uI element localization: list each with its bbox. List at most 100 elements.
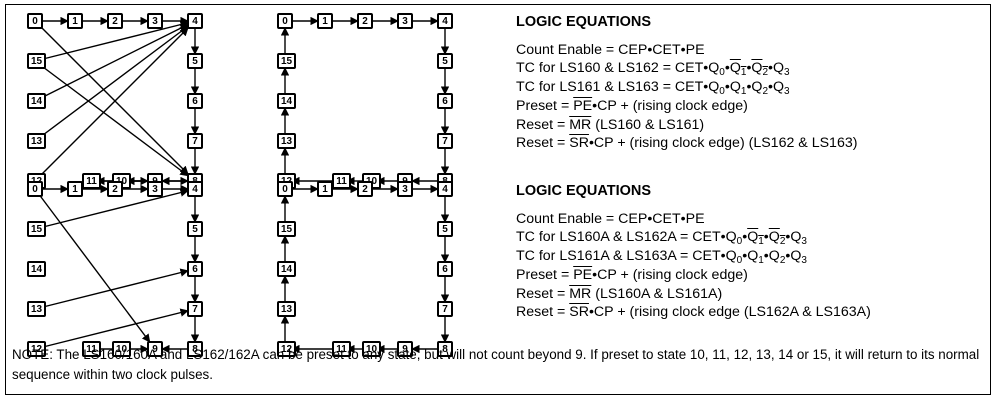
state-node-6: 6	[437, 261, 453, 277]
state-label: 0	[32, 184, 38, 195]
state-node-0: 0	[277, 181, 293, 197]
state-label: 1	[322, 16, 328, 27]
reset-mr-equation: Reset = MR (LS160 & LS161)	[516, 116, 705, 133]
state-label: 4	[442, 184, 448, 195]
state-node-7: 7	[437, 133, 453, 149]
state-label: 1	[72, 16, 78, 27]
state-node-7: 7	[437, 301, 453, 317]
state-node-15: 15	[27, 221, 46, 237]
state-label: 2	[362, 16, 368, 27]
state-node-0: 0	[27, 13, 43, 29]
state-label: 6	[192, 96, 198, 107]
state-node-10: 10	[362, 341, 381, 357]
state-node-6: 6	[437, 93, 453, 109]
state-node-14: 14	[27, 261, 46, 277]
state-label: 11	[336, 176, 347, 187]
transition-arrow-13-to-6	[41, 268, 189, 308]
state-label: 9	[152, 344, 158, 355]
state-node-6: 6	[187, 261, 203, 277]
state-node-1: 1	[317, 181, 333, 197]
state-label: 5	[442, 56, 448, 67]
state-label: 14	[31, 96, 43, 107]
state-label: 7	[192, 304, 198, 315]
reset-mr-equation: Reset = MR (LS160A & LS161A)	[516, 285, 723, 302]
state-node-1: 1	[67, 13, 83, 29]
state-node-14: 14	[27, 93, 46, 109]
note-text: NOTE: The LS160/160A and LS162/162A can …	[12, 347, 980, 382]
state-label: 4	[442, 16, 448, 27]
state-node-1: 1	[317, 13, 333, 29]
state-node-11: 11	[82, 341, 101, 357]
reset-sr-equation: Reset = SR•CP + (rising clock edge (LS16…	[516, 304, 871, 321]
state-label: 10	[116, 344, 128, 355]
logic-equations-top: LOGIC EQUATIONS Count Enable = CEP•CET•P…	[516, 13, 857, 153]
state-node-15: 15	[277, 221, 296, 237]
state-node-9: 9	[147, 341, 163, 357]
state-label: 11	[86, 176, 97, 187]
state-label: 11	[336, 344, 347, 355]
state-label: 13	[31, 136, 43, 147]
state-label: 15	[31, 56, 43, 67]
state-node-2: 2	[357, 13, 373, 29]
transition-arrow-0-to-8	[41, 27, 189, 175]
state-label: 2	[112, 16, 118, 27]
state-node-1: 1	[67, 181, 83, 197]
state-label: 0	[282, 184, 288, 195]
state-label: 5	[442, 224, 448, 235]
state-label: 14	[31, 264, 43, 275]
state-node-11: 11	[332, 341, 351, 357]
state-node-12: 12	[277, 341, 296, 357]
count-enable-equation: Count Enable = CEP•CET•PE	[516, 210, 705, 227]
state-label: 15	[281, 56, 293, 67]
figure-frame	[5, 4, 991, 395]
state-label: 15	[31, 224, 43, 235]
state-label: 13	[281, 304, 293, 315]
state-node-7: 7	[187, 301, 203, 317]
state-node-14: 14	[277, 261, 296, 277]
state-node-5: 5	[437, 221, 453, 237]
state-node-11: 11	[82, 173, 101, 189]
state-label: 2	[362, 184, 368, 195]
state-node-15: 15	[27, 53, 46, 69]
state-label: 3	[152, 16, 158, 27]
state-label: 8	[442, 344, 448, 355]
state-label: 15	[281, 224, 293, 235]
state-node-2: 2	[107, 181, 123, 197]
state-node-12: 12	[27, 341, 46, 357]
state-label: 1	[322, 184, 328, 195]
state-label: 5	[192, 224, 198, 235]
state-node-5: 5	[187, 53, 203, 69]
state-node-2: 2	[357, 181, 373, 197]
preset-equation: Preset = PE•CP + (rising clock edge)	[516, 266, 748, 283]
state-node-15: 15	[277, 53, 296, 69]
state-label: 14	[281, 96, 293, 107]
reset-sr-equation: Reset = SR•CP + (rising clock edge) (LS1…	[516, 135, 858, 152]
transition-arrow-15-to-8	[41, 65, 189, 177]
state-label: 4	[192, 16, 198, 27]
state-label: 0	[32, 16, 38, 27]
state-node-14: 14	[277, 93, 296, 109]
state-node-9: 9	[397, 341, 413, 357]
state-label: 5	[192, 56, 198, 67]
state-node-6: 6	[187, 93, 203, 109]
state-node-0: 0	[27, 181, 43, 197]
state-node-8: 8	[437, 341, 453, 357]
state-label: 14	[281, 264, 293, 275]
state-label: 10	[366, 344, 378, 355]
state-label: 12	[31, 344, 43, 355]
logic-equations-bottom: LOGIC EQUATIONS Count Enable = CEP•CET•P…	[516, 182, 871, 322]
state-label: 8	[192, 344, 198, 355]
state-label: 7	[442, 304, 448, 315]
state-node-8: 8	[187, 341, 203, 357]
state-label: 4	[192, 184, 198, 195]
state-node-13: 13	[277, 133, 296, 149]
transition-arrow-15-to-4	[41, 188, 189, 228]
tc-ls160-ls162-equation: TC for LS160 & LS162 = CET•Q0•Q1•Q2•Q3	[516, 60, 790, 79]
transition-arrow-12-to-7	[41, 308, 189, 348]
state-label: 11	[86, 344, 97, 355]
state-node-4: 4	[187, 181, 203, 197]
state-node-3: 3	[147, 181, 163, 197]
state-label: 7	[442, 136, 448, 147]
